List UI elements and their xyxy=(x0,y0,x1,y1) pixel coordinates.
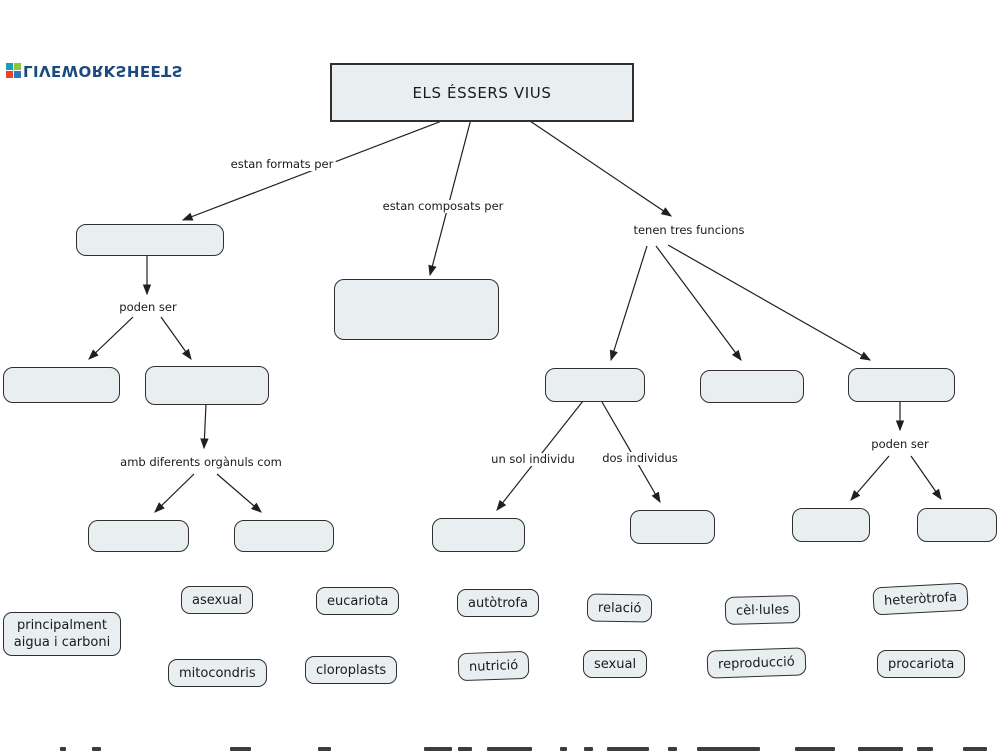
word-chip-autotrofa[interactable]: autòtrofa xyxy=(457,589,539,617)
word-chip-heterotrofa[interactable]: heteròtrofa xyxy=(872,582,969,616)
cutoff-fragment xyxy=(697,747,760,751)
drop-box-formats[interactable] xyxy=(76,224,224,256)
edge-label-poden-ser-left: poden ser xyxy=(117,300,179,314)
drop-box-funcio-1[interactable] xyxy=(545,368,645,402)
cutoff-fragment xyxy=(92,747,101,751)
word-chip-procariota[interactable]: procariota xyxy=(877,650,966,678)
cutoff-fragment xyxy=(668,747,677,751)
word-chip-sexual[interactable]: sexual xyxy=(583,650,648,678)
drop-box-dos-individus[interactable] xyxy=(630,510,715,544)
drop-box-nutricio-type-2[interactable] xyxy=(917,508,997,542)
cutoff-fragment xyxy=(858,747,903,751)
cutoff-fragment xyxy=(963,747,987,751)
root-node-title: ELS ÉSSERS VIUS xyxy=(330,63,634,122)
drop-box-un-sol-individu[interactable] xyxy=(432,518,525,552)
drop-box-organul-1[interactable] xyxy=(88,520,189,552)
cutoff-fragment xyxy=(424,747,452,751)
cutoff-fragment xyxy=(487,747,532,751)
word-chip-reproduccio[interactable]: reproducció xyxy=(706,647,807,679)
word-chip-asexual[interactable]: asexual xyxy=(181,586,254,614)
edge-label-un-sol-individu: un sol individu xyxy=(489,452,577,466)
word-chip-relacio[interactable]: relació xyxy=(586,593,653,623)
drop-box-funcio-2[interactable] xyxy=(700,370,804,403)
drop-box-nutricio-type-1[interactable] xyxy=(792,508,870,542)
word-chip-nutricio[interactable]: nutrició xyxy=(457,650,530,682)
edge-label-estan-formats-per: estan formats per xyxy=(228,157,336,171)
drop-box-left-type-1[interactable] xyxy=(3,367,120,403)
cutoff-fragment xyxy=(318,747,331,751)
cutoff-fragment xyxy=(607,747,649,751)
word-chip-mitocondris[interactable]: mitocondris xyxy=(168,659,267,687)
cutoff-fragment xyxy=(917,747,933,751)
edge-label-amb-diferents-organuls: amb diferents orgànuls com xyxy=(118,455,284,469)
word-chip-eucariota[interactable]: eucariota xyxy=(316,587,400,615)
drop-box-organul-2[interactable] xyxy=(234,520,334,552)
edge-label-dos-individus: dos individus xyxy=(600,451,680,465)
cutoff-fragment xyxy=(230,747,251,751)
edge-label-tenen-tres-funcions: tenen tres funcions xyxy=(631,223,747,237)
cutoff-fragment xyxy=(60,747,66,751)
drop-box-funcio-3[interactable] xyxy=(848,368,955,402)
drop-box-left-type-2[interactable] xyxy=(145,366,269,405)
drop-box-composats[interactable] xyxy=(334,279,499,340)
edge-label-estan-composats-per: estan composats per xyxy=(380,199,506,213)
word-chip-cloroplasts[interactable]: cloroplasts xyxy=(305,656,398,684)
word-chip-principalment-aigua-i-carboni[interactable]: principalment aigua i carboni xyxy=(3,612,121,656)
cutoff-fragment xyxy=(560,747,567,751)
edge-label-poden-ser-right: poden ser xyxy=(869,437,931,451)
cutoff-fragment xyxy=(458,747,472,751)
cutoff-fragment xyxy=(795,747,835,751)
cutoff-fragment xyxy=(584,747,593,751)
word-chip-cel-lules[interactable]: cèl·lules xyxy=(724,595,801,625)
